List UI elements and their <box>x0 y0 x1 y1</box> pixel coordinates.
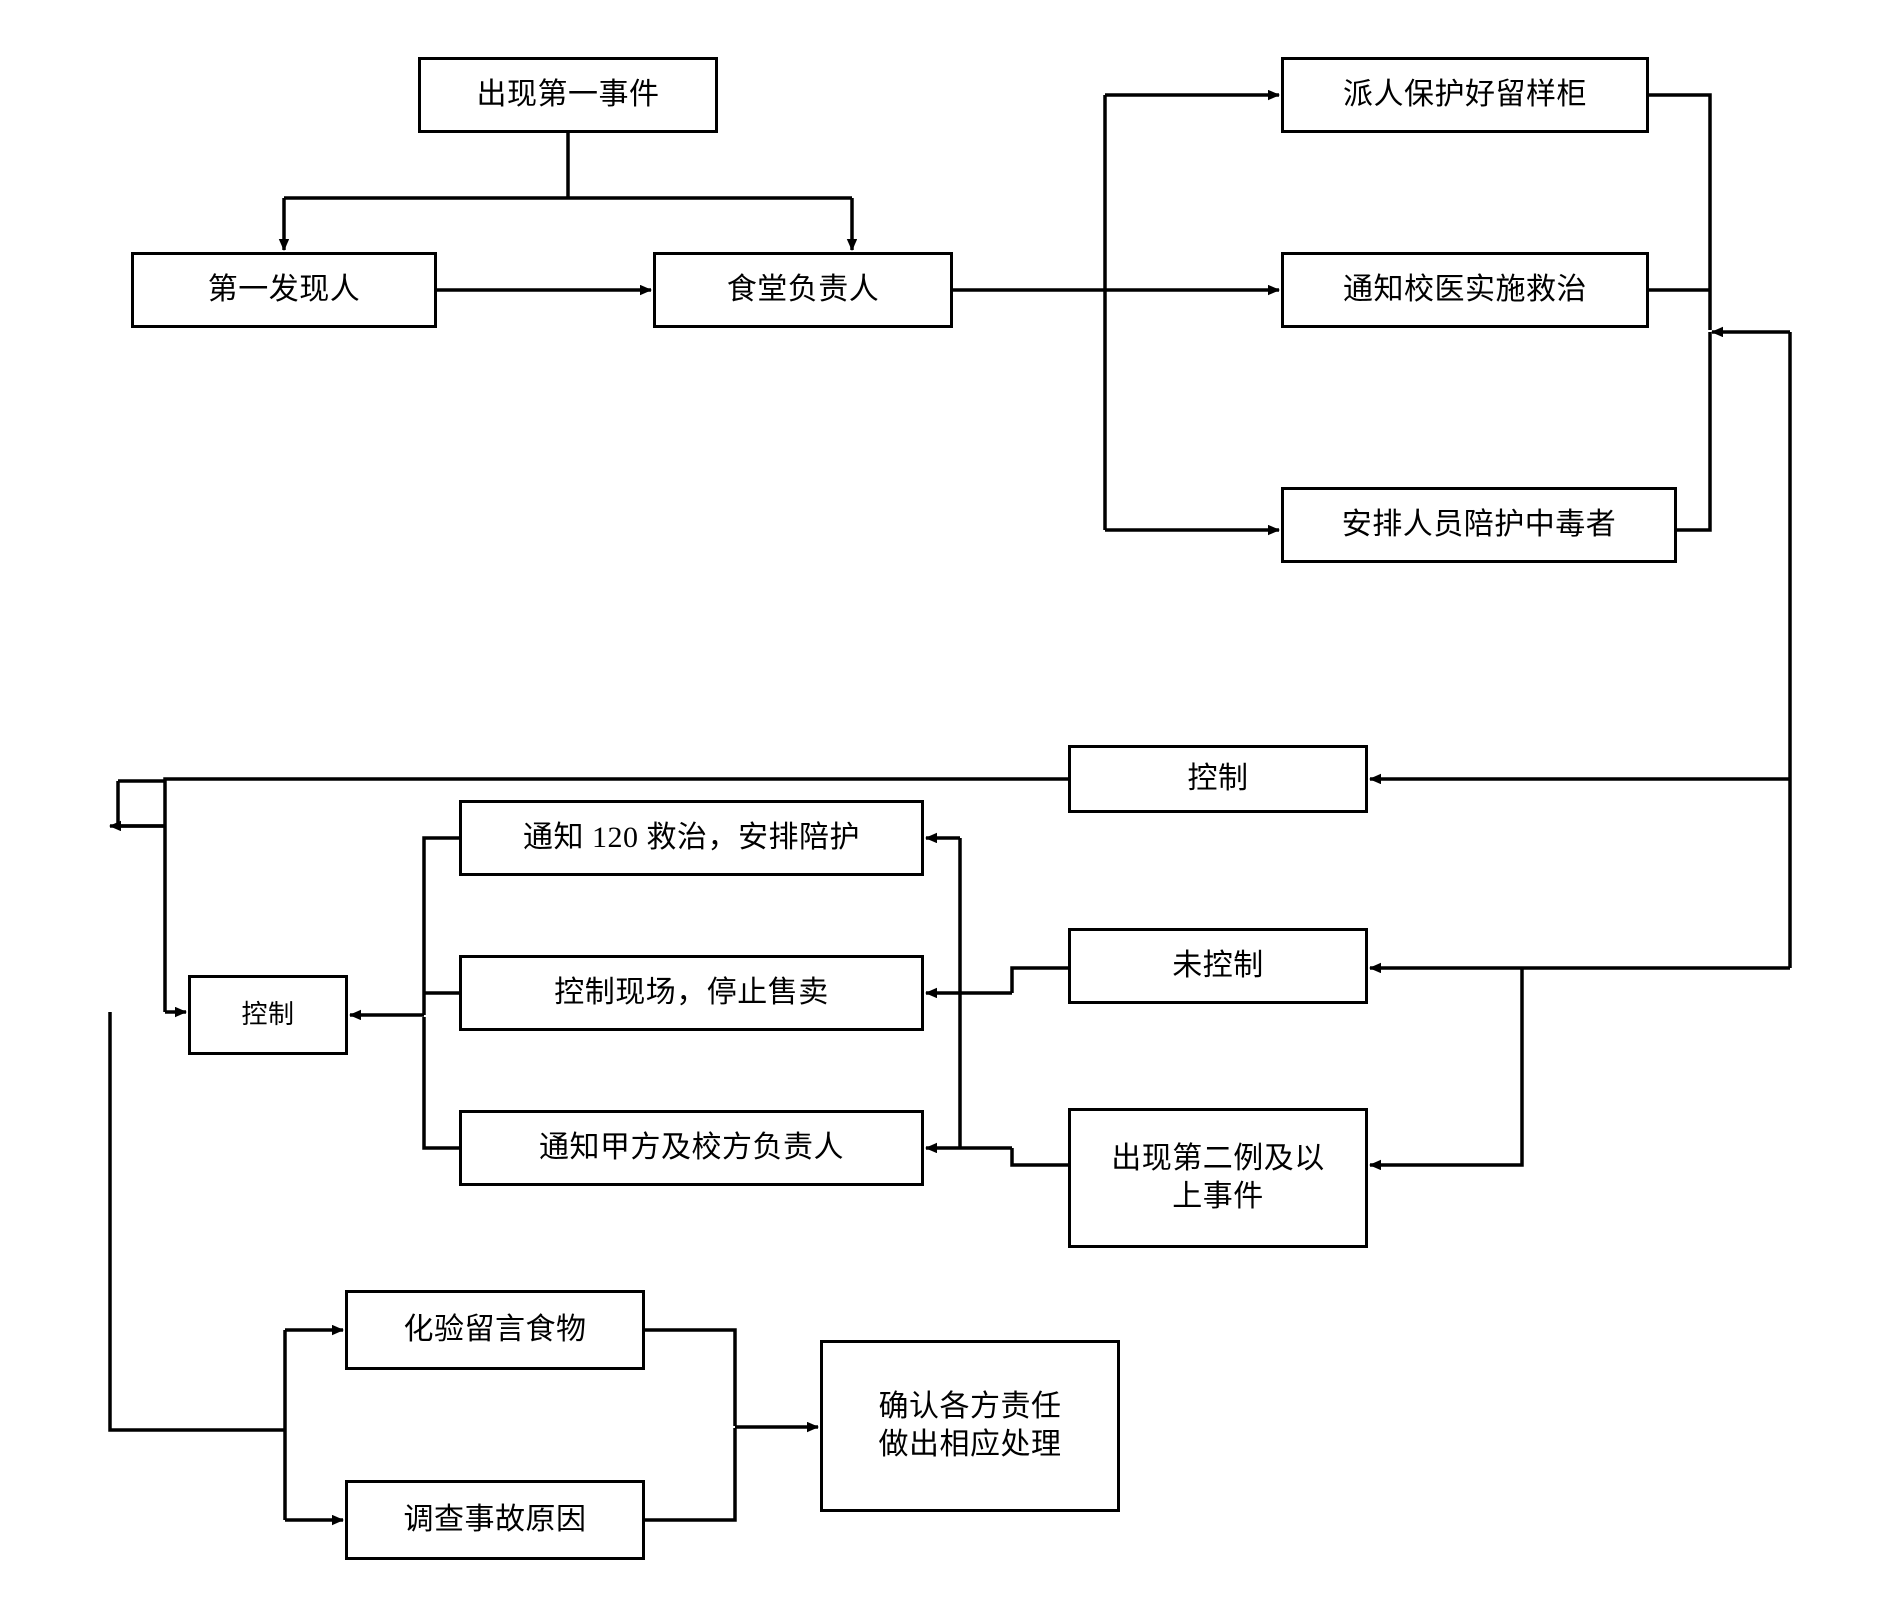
node-label: 食堂负责人 <box>726 272 880 306</box>
node-first-finder[interactable]: 第一发现人 <box>131 252 437 328</box>
node-label: 通知 120 救治，安排陪护 <box>523 820 860 854</box>
edge-second-case-up <box>1010 1148 1068 1167</box>
node-confirm-responsibility[interactable]: 确认各方责任 做出相应处理 <box>820 1340 1120 1512</box>
edge-notify120-out <box>422 836 459 1015</box>
node-notify-parties[interactable]: 通知甲方及校方负责人 <box>459 1110 924 1186</box>
node-investigate-cause[interactable]: 调查事故原因 <box>345 1480 645 1560</box>
node-label: 确认各方责任 做出相应处理 <box>878 1389 1062 1461</box>
node-label: 派人保护好留样柜 <box>1343 77 1587 111</box>
node-control-scene[interactable]: 控制现场，停止售卖 <box>459 955 924 1031</box>
node-arrange-escort[interactable]: 安排人员陪护中毒者 <box>1281 487 1677 563</box>
node-protect-sample-cabinet[interactable]: 派人保护好留样柜 <box>1281 57 1649 133</box>
edge-notify-parties-out <box>422 1017 459 1150</box>
node-first-event[interactable]: 出现第一事件 <box>418 57 718 133</box>
node-label: 出现第一事件 <box>476 77 660 111</box>
node-notify-120[interactable]: 通知 120 救治，安排陪护 <box>459 800 924 876</box>
edge-rail-to-second-case <box>1369 968 1524 1171</box>
node-label: 调查事故原因 <box>403 1502 587 1536</box>
node-label: 通知校医实施救治 <box>1343 272 1587 306</box>
node-label: 控制 <box>1187 761 1249 795</box>
node-test-food[interactable]: 化验留言食物 <box>345 1290 645 1370</box>
node-canteen-head[interactable]: 食堂负责人 <box>653 252 953 328</box>
edge-arrange-escort-out <box>1677 332 1712 532</box>
node-label: 安排人员陪护中毒者 <box>1341 507 1617 541</box>
node-controlled-right[interactable]: 控制 <box>1068 745 1368 813</box>
node-label: 控制 <box>241 1000 295 1030</box>
node-controlled-left[interactable]: 控制 <box>188 975 348 1055</box>
edge-uncontrolled-down <box>1010 966 1068 993</box>
edge-test-food-out <box>645 1328 737 1426</box>
node-label: 第一发现人 <box>207 272 361 306</box>
edge-controlled-left-down <box>108 1012 285 1432</box>
edge-protect-sample-out <box>1649 93 1712 330</box>
node-notify-school-doctor[interactable]: 通知校医实施救治 <box>1281 252 1649 328</box>
node-label: 出现第二例及以 上事件 <box>1111 1141 1325 1213</box>
node-label: 未控制 <box>1172 948 1264 982</box>
node-second-case[interactable]: 出现第二例及以 上事件 <box>1068 1108 1368 1248</box>
node-label: 控制现场，停止售卖 <box>554 975 829 1009</box>
node-uncontrolled[interactable]: 未控制 <box>1068 928 1368 1004</box>
edge-investigate-out <box>645 1428 737 1522</box>
node-label: 化验留言食物 <box>403 1312 587 1346</box>
node-label: 通知甲方及校方负责人 <box>539 1130 844 1164</box>
